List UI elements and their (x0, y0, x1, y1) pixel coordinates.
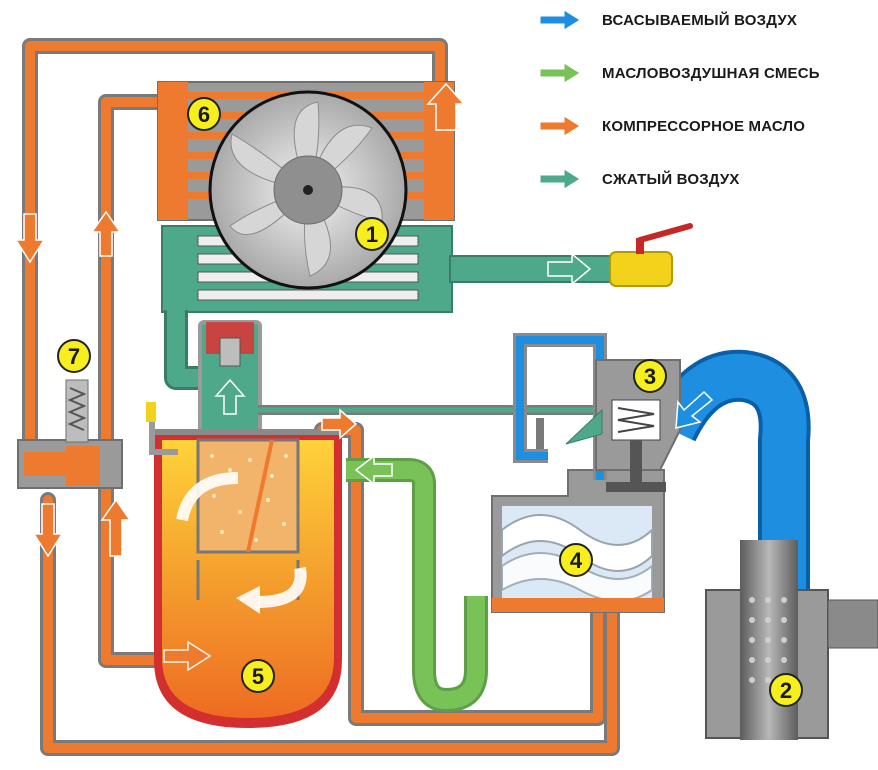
minimum-pressure-valve (198, 320, 262, 434)
air-filter (705, 540, 878, 740)
intake-flow-arrow (675, 390, 714, 429)
badge-6-label: 6 (198, 102, 210, 127)
oil-flow-arrows (14, 82, 466, 672)
legend-label-compressor-oil: КОМПРЕССОРНОЕ МАСЛО (602, 117, 806, 135)
badge-3: 3 (633, 359, 667, 393)
oil-feed-pipe (98, 94, 188, 668)
legend-label-compressed-air: СЖАТЫЙ ВОЗДУХ (602, 170, 740, 188)
cooling-fan (208, 90, 408, 290)
intake-air-arrow-icon (539, 9, 581, 31)
legend: ВСАСЫВАЕМЫЙ ВОЗДУХ МАСЛОВОЗДУШНАЯ СМЕСЬ … (538, 6, 868, 218)
badge-1: 1 (355, 217, 389, 251)
legend-item-intake-air: ВСАСЫВАЕМЫЙ ВОЗДУХ (538, 6, 868, 34)
badge-4-label: 4 (570, 548, 583, 573)
mixture-flow-arrow (354, 454, 393, 486)
legend-label-intake-air: ВСАСЫВАЕМЫЙ ВОЗДУХ (602, 11, 798, 29)
compressed-air-flow-arrows (214, 252, 592, 415)
badge-7-label: 7 (68, 344, 80, 369)
badge-6: 6 (187, 97, 221, 131)
legend-item-compressed-air: СЖАТЫЙ ВОЗДУХ (538, 165, 868, 193)
legend-label-oil-air-mixture: МАСЛОВОЗДУШНАЯ СМЕСЬ (602, 64, 820, 82)
badge-5-label: 5 (252, 664, 264, 689)
badge-7: 7 (57, 339, 91, 373)
thermostatic-valve (17, 379, 123, 489)
oil-air-mixture-pipe (346, 458, 488, 712)
badge-4: 4 (559, 543, 593, 577)
ball-valve (609, 223, 693, 287)
badge-3-label: 3 (644, 364, 656, 389)
compressor-oil-arrow-icon (539, 115, 581, 137)
badge-5: 5 (241, 659, 275, 693)
badge-2-label: 2 (780, 678, 792, 703)
compressed-air-arrow-icon (539, 168, 581, 190)
legend-item-compressor-oil: КОМПРЕССОРНОЕ МАСЛО (538, 112, 868, 140)
oil-air-mixture-arrow-icon (539, 62, 581, 84)
badge-2: 2 (769, 673, 803, 707)
badge-1-label: 1 (366, 222, 378, 247)
legend-item-oil-air-mixture: МАСЛОВОЗДУШНАЯ СМЕСЬ (538, 59, 868, 87)
